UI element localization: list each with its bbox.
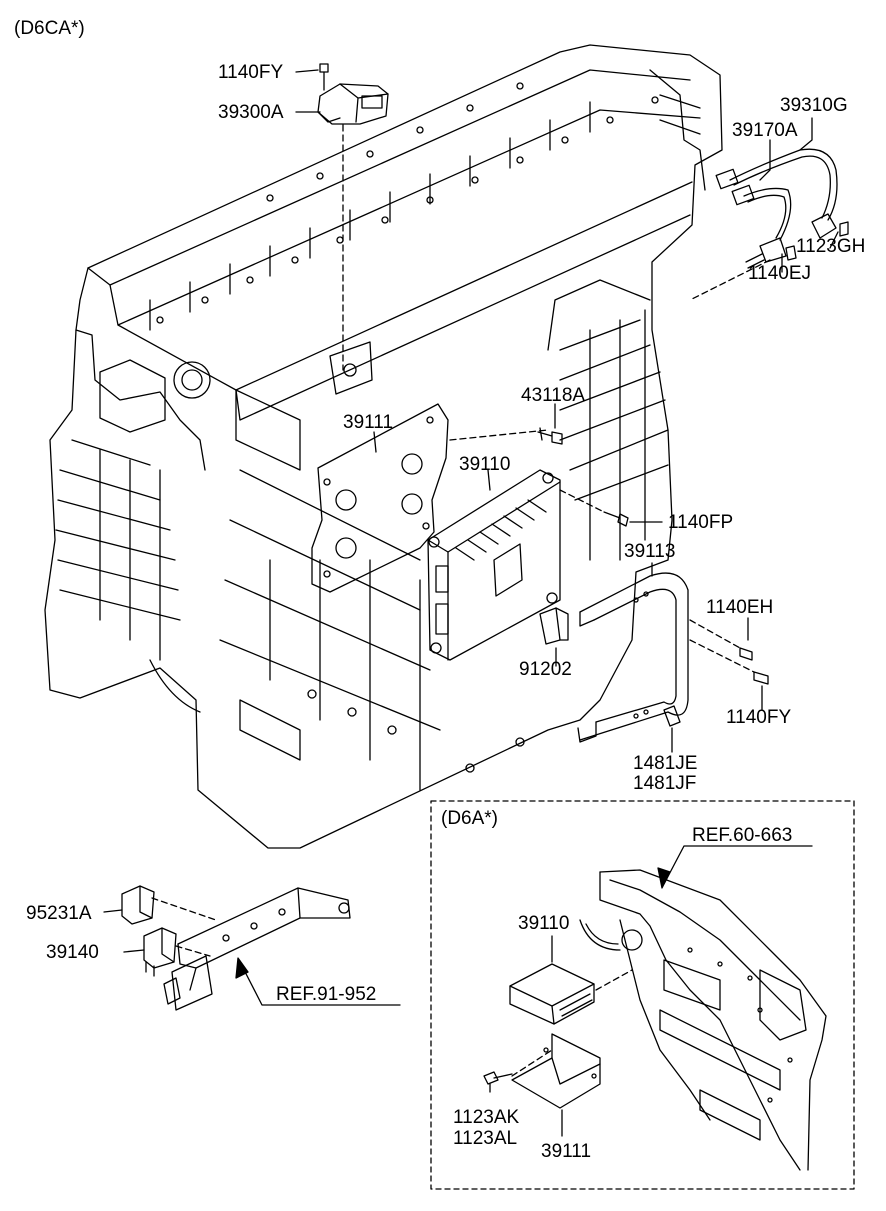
bolt-1140FY-lower [753,671,769,685]
bolt-1140EH [739,647,753,661]
part-label-39111-main: 39111 [343,412,394,433]
part-label-39111-inset: 39111 [541,1141,592,1162]
bracket-39111-main [311,403,449,593]
sensor-harness-39310G-39170A [715,148,849,269]
bracket-91202 [539,607,569,645]
part-label-1140EH: 1140EH [706,597,774,618]
map-sensor-39300A [317,63,389,125]
part-label-1481JE: 1481JE [633,753,698,774]
part-label-39113: 39113 [624,541,676,562]
part-label-1481JF: 1481JF [633,773,697,794]
part-label-1140FY-bottom: 1140FY [726,707,792,728]
part-label-39110-inset: 39110 [518,913,570,934]
relay-bracket-assembly [121,885,351,1011]
part-label-39110-main: 39110 [459,454,511,475]
part-label-95231A: 95231A [26,903,92,924]
leader-lines [103,69,839,1137]
ref-label-91-952: REF.91-952 [276,984,377,1005]
ecu-39110-main [427,469,561,661]
variant-label-main: (D6CA*) [14,18,85,39]
bolt-1140FP [603,511,629,527]
inset-frame [430,800,855,1190]
bolt-43118A [537,427,563,445]
clip-1481JE-1481JF [663,705,681,727]
ref-label-60-663: REF.60-663 [692,825,793,846]
part-label-39310G: 39310G [780,95,848,116]
part-label-91202: 91202 [519,659,572,680]
part-label-1123GH: 1123GH [796,236,866,257]
part-label-39170A: 39170A [732,120,798,141]
bracket-39113 [577,572,689,743]
variant-label-inset: (D6A*) [441,808,499,829]
part-label-39140: 39140 [46,942,99,963]
part-label-1123AK: 1123AK [453,1107,520,1128]
part-label-1123AL: 1123AL [453,1128,518,1149]
ecu-39110-inset [509,963,595,1025]
part-label-1140EJ: 1140EJ [748,263,812,284]
part-label-43118A: 43118A [521,385,586,406]
part-label-1140FY-top: 1140FY [218,62,284,83]
part-label-1140FP: 1140FP [668,512,734,533]
bracket-39111-inset [511,1033,601,1109]
inset-chassis-frame [579,869,827,1171]
part-label-39300A: 39300A [218,102,284,123]
engine-block [44,44,723,849]
bolt-1123AK-1123AL [483,1071,513,1085]
